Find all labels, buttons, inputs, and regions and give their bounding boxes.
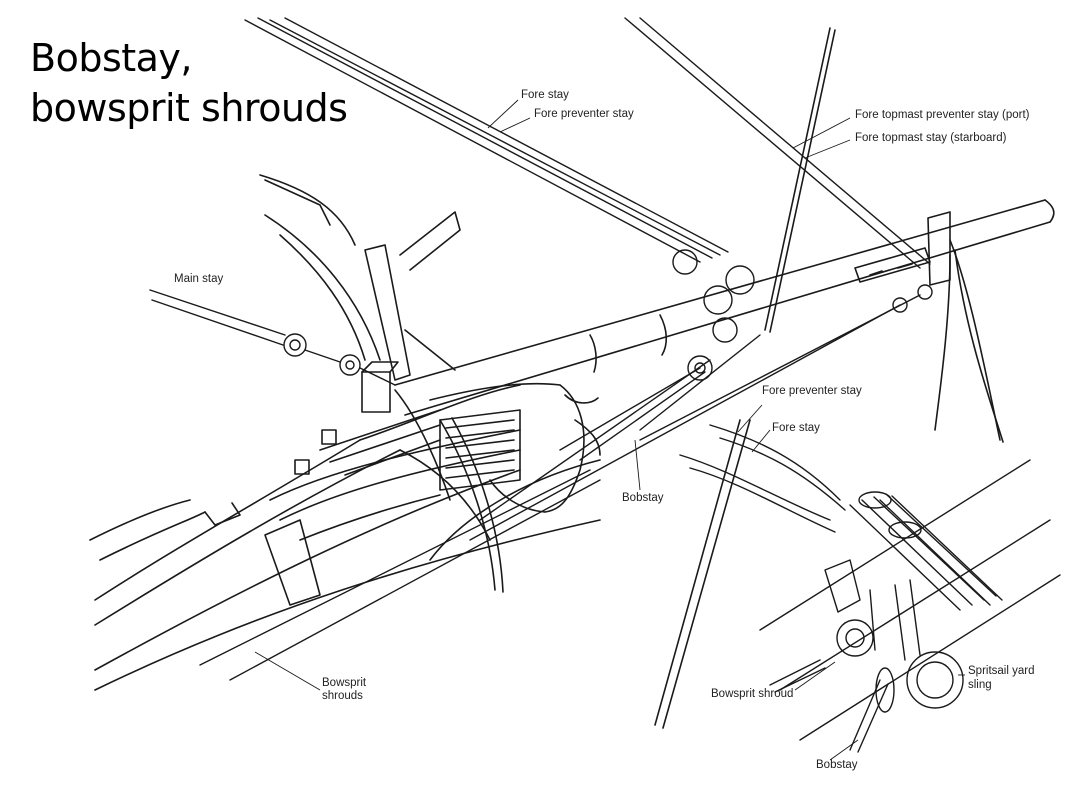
stays [149,17,933,681]
leader-lines [254,99,965,761]
label-bobstay-inset: Bobstay [816,759,858,771]
label-fore-topmast-stay: Fore topmast stay (starboard) [855,132,1007,144]
label-fore-stay-top: Fore stay [521,89,569,101]
hull-and-bow [89,174,601,691]
label-fore-stay-inset: Fore stay [772,422,820,434]
diagram-title-line-1: Bobstay, [30,36,193,80]
label-main-stay: Main stay [174,273,224,285]
label-spritsail-sling-line-2: sling [968,679,992,691]
label-bobstay: Bobstay [622,492,664,504]
label-fore-preventer-stay-top: Fore preventer stay [534,108,634,120]
label-spritsail-sling-line-1: Spritsail yard [968,665,1035,677]
label-bowsprit-shroud-inset: Bowsprit shroud [711,688,794,700]
label-fore-preventer-stay-inset: Fore preventer stay [762,385,862,397]
diagram-title-line-2: bowsprit shrouds [30,86,348,130]
inset-detail [679,424,1061,753]
label-bowsprit-shrouds-line-1: Bowsprit [322,677,367,689]
label-bowsprit-shrouds-line-2: shrouds [322,690,363,702]
label-fore-topmast-preventer-stay: Fore topmast preventer stay (port) [855,109,1030,121]
